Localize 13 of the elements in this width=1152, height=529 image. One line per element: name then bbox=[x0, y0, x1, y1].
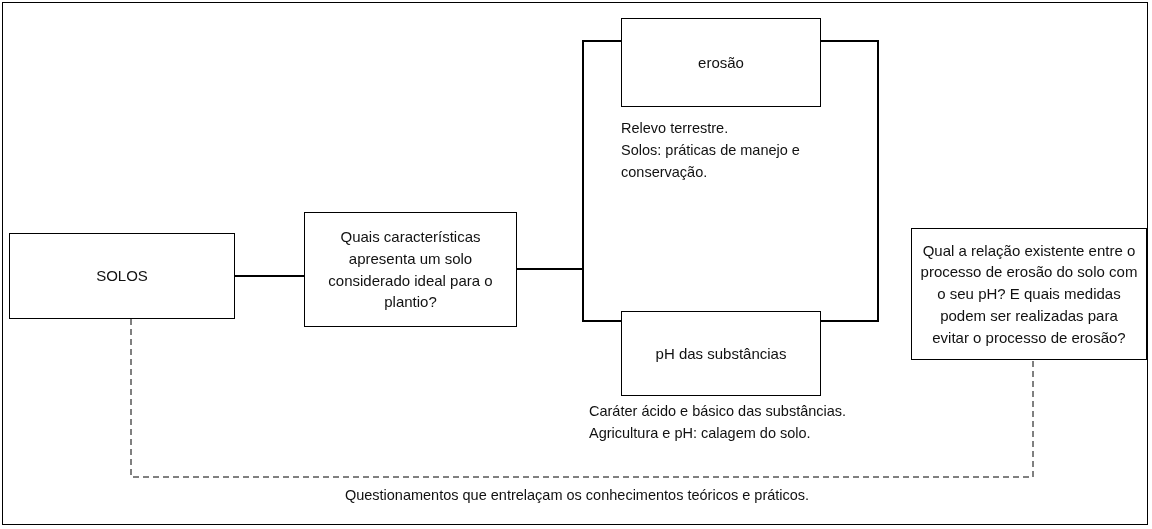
note-text: Caráter ácido e básico das substâncias. bbox=[589, 402, 848, 421]
process-box: pH das substâncias bbox=[621, 311, 821, 396]
note-text: Relevo terrestre. bbox=[621, 119, 730, 138]
note-text: Agricultura e pH: calagem do solo. bbox=[589, 424, 812, 443]
process-box: Qual a relação existente entre o processo de erosão do solo com o seu pH? E quais medidas podem ser realizadas para evitar o processo de erosão? bbox=[911, 228, 1147, 360]
connector-line bbox=[820, 40, 879, 322]
connector-line bbox=[516, 268, 622, 322]
dashed-connector bbox=[130, 318, 1034, 478]
process-box: SOLOS bbox=[9, 233, 235, 319]
connector-line bbox=[234, 275, 305, 277]
process-box: Quais características apresenta um solo considerado ideal para o plantio? bbox=[304, 212, 517, 327]
note-text: Solos: práticas de manejo e conservação. bbox=[621, 141, 801, 182]
process-box: erosão bbox=[621, 18, 821, 107]
